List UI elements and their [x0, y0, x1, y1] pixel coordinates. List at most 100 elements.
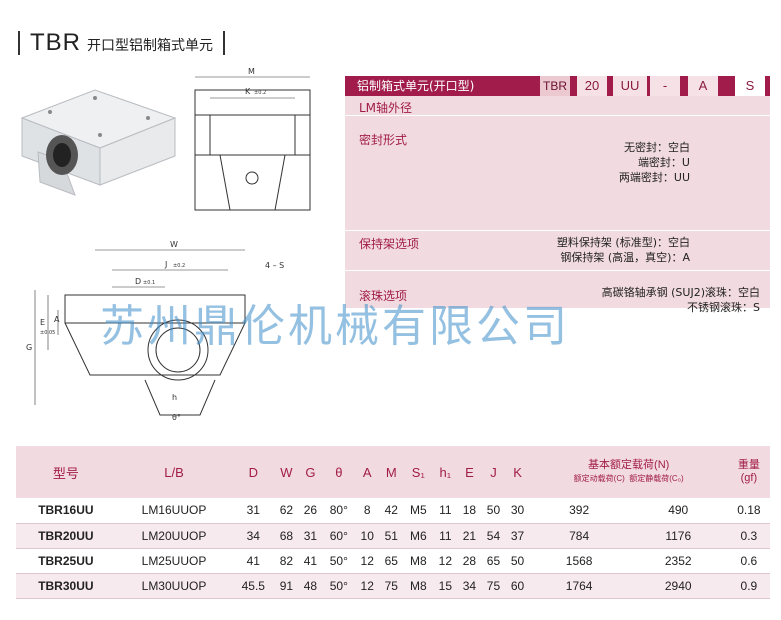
code-dash: -: [650, 76, 680, 96]
table-cell: 60: [505, 573, 530, 599]
ball-option: 不锈钢滚珠：S: [687, 301, 760, 314]
label-m: M: [248, 67, 255, 76]
seal-option: 两端密封：UU: [618, 171, 690, 184]
code-seal: UU: [613, 76, 647, 96]
label-w: W: [170, 240, 178, 249]
table-cell: 30: [505, 498, 530, 524]
label-d-tol: ±0.1: [143, 280, 155, 286]
table-cell: 31: [298, 523, 323, 549]
title-name: 开口型铝制箱式单元: [87, 38, 213, 54]
label-j-tol: ±0.2: [173, 263, 185, 269]
table-cell: 11: [433, 498, 458, 524]
table-cell: 65: [481, 548, 506, 574]
col-w: W: [280, 464, 293, 480]
table-cell: 34: [457, 573, 482, 599]
table-cell: 1764: [529, 573, 629, 599]
label-h: h: [172, 393, 177, 402]
watermark: 苏州鼎伦机械有限公司: [100, 301, 570, 352]
table-cell: LM16UUOP: [115, 498, 233, 524]
table-cell: 28: [457, 548, 482, 574]
table-cell: M8: [403, 573, 434, 599]
label-k: K: [245, 87, 251, 96]
table-cell: LM25UUOP: [115, 548, 233, 574]
spec-header-title: 铝制箱式单元(开口型): [357, 79, 475, 93]
drawing-svg: M K ±0.2 W J ±0.2 D ±0.1 4 – S A E ±0.05…: [20, 67, 311, 422]
load-static: 额定静载荷(C₀): [629, 474, 684, 483]
col-model: 型号: [52, 465, 79, 481]
table-cell: 18: [457, 498, 482, 524]
spec-row-seal: 密封形式 无密封：空白 端密封：U 两端密封：UU: [345, 116, 770, 231]
table-cell: 50: [481, 498, 506, 524]
table-cell: 0.6: [727, 548, 770, 574]
table-cell: 65: [379, 548, 404, 574]
table-header-row: 型号 L/B D W G θ A M S₁ h₁ E J K 基本额定载荷(N)…: [16, 446, 770, 498]
col-e: E: [465, 464, 474, 480]
table-cell: 48: [298, 573, 323, 599]
table-cell: 15: [433, 573, 458, 599]
table-cell: 1176: [628, 523, 728, 549]
table-cell: 8: [355, 498, 380, 524]
spec-row-lm: LM轴外径: [345, 96, 770, 116]
col-load: 基本额定载荷(N) 额定动载荷(C) 额定静载荷(C₀): [530, 446, 728, 498]
col-theta: θ: [335, 464, 343, 480]
table-cell: 75: [379, 573, 404, 599]
seal-option: 无密封：空白: [624, 141, 690, 154]
label-j: J: [164, 260, 167, 269]
table-cell: 50°: [322, 548, 356, 574]
table-cell: 392: [529, 498, 629, 524]
table-cell-model: TBR20UU: [16, 523, 116, 549]
label-a: A: [54, 315, 60, 324]
table-cell: 21: [457, 523, 482, 549]
spec-panel: 铝制箱式单元(开口型) TBR 20 UU - A S LM轴外径 密封形式 无…: [345, 76, 770, 314]
col-s1: S₁: [411, 464, 425, 480]
table-cell: 42: [379, 498, 404, 524]
col-d: D: [248, 464, 258, 480]
page-title: TBR 开口型铝制箱式单元: [18, 28, 225, 58]
spec-row-ball: 滚珠选项 高碳铬轴承钢 (SUJ2)滚珠：空白 不锈钢滚珠：S: [345, 271, 770, 314]
table-cell: 41: [232, 548, 275, 574]
label-e-tol: ±0.05: [40, 330, 55, 336]
code-ball: S: [735, 76, 765, 96]
ball-option: 高碳铬轴承钢 (SUJ2)滚珠：空白: [601, 286, 760, 299]
label-e: E: [40, 318, 45, 327]
cage-option: 塑料保持架 (标准型)：空白: [556, 236, 690, 249]
side-view: [194, 76, 311, 211]
table-cell: 0.9: [727, 573, 770, 599]
table-cell: 26: [298, 498, 323, 524]
label-theta: θ°: [172, 413, 181, 422]
table-cell: LM20UUOP: [115, 523, 233, 549]
technical-drawing: M K ±0.2 W J ±0.2 D ±0.1 4 – S A E ±0.05…: [0, 60, 345, 435]
table-cell: 50: [505, 548, 530, 574]
table-cell: 54: [481, 523, 506, 549]
table-cell-model: TBR25UU: [16, 548, 116, 574]
col-g: G: [305, 464, 316, 480]
label-k-tol: ±0.2: [254, 90, 266, 96]
table-cell: 80°: [322, 498, 356, 524]
code-cage: A: [688, 76, 718, 96]
lm-label: LM轴外径: [359, 101, 413, 115]
table-cell: LM30UUOP: [115, 573, 233, 599]
table-cell: 2940: [628, 573, 728, 599]
table-cell: M5: [403, 498, 434, 524]
seal-options: 无密封：空白 端密封：U 两端密封：UU: [619, 140, 690, 185]
seal-option: 端密封：U: [637, 156, 690, 169]
weight-unit: (gf): [740, 472, 758, 484]
table-cell: 12: [355, 548, 380, 574]
table-cell: 41: [298, 548, 323, 574]
table-cell: 12: [433, 548, 458, 574]
table-cell: 50°: [322, 573, 356, 599]
col-m: M: [385, 464, 397, 480]
cage-label: 保持架选项: [359, 237, 420, 251]
table-cell: 60°: [322, 523, 356, 549]
title-divider-left: [18, 31, 20, 55]
table-cell: 0.18: [727, 498, 770, 524]
table-cell: 31: [232, 498, 275, 524]
load-dynamic: 额定动载荷(C): [573, 474, 625, 483]
table-cell: 10: [355, 523, 380, 549]
code-series: TBR: [540, 76, 570, 96]
label-g: G: [26, 343, 32, 352]
col-lb: L/B: [164, 464, 184, 480]
table-cell: 91: [274, 573, 299, 599]
table-cell: 11: [433, 523, 458, 549]
